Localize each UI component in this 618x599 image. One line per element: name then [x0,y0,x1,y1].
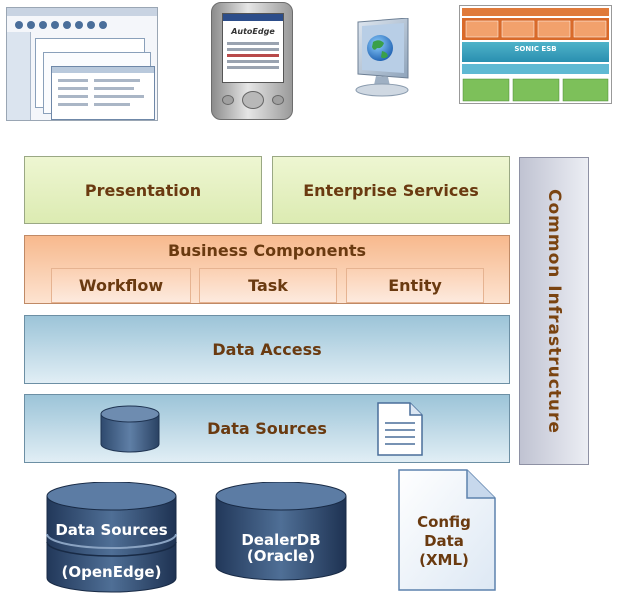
pda-screen: AutoEdge [222,13,284,83]
pda-button-left [222,95,234,105]
pda-brand: AutoEdge [231,27,275,36]
thumbnail-window-front [51,66,155,120]
enterprise-services-layer: Enterprise Services [272,156,510,224]
database-icon [99,405,161,453]
workflow-component: Workflow [51,268,191,303]
pda-dpad [242,91,264,109]
data-sources-layer: Data Sources [24,394,510,463]
task-label: Task [248,276,288,295]
entity-component: Entity [346,268,484,303]
pda-device-thumbnail: AutoEdge [211,2,293,120]
web-monitor-globe-icon [340,17,420,102]
config-xml-document-icon [397,468,497,592]
esb-architecture-thumbnail: SONIC ESB [459,5,612,104]
config-label-line1: Config [417,513,471,531]
thumbnail-sidebar [7,32,31,120]
pda-button-right [272,95,284,105]
entity-label: Entity [388,276,442,295]
business-components-label: Business Components [167,241,367,260]
enterprise-services-label: Enterprise Services [303,180,479,200]
config-label-line2: Data [424,532,464,550]
data-sources-label: Data Sources [207,419,327,438]
esb-top-bar [462,8,609,16]
esb-bottom-row [462,78,609,102]
config-label-line3: (XML) [419,551,469,569]
data-access-label: Data Access [212,340,322,359]
esb-bus [462,42,609,62]
presentation-layer: Presentation [24,156,262,224]
presentation-label: Presentation [84,180,202,200]
dealerdb-label-line1: DealerDB [241,531,321,549]
dealerdb-database-icon [214,481,348,582]
document-icon [376,401,424,457]
dealerdb-label-line2: (Oracle) [246,547,316,565]
common-infrastructure-layer: Common Infrastructure [519,157,589,465]
openedge-label-line1: Data Sources [55,521,168,539]
thumbnail-toolbar [7,8,157,16]
task-component: Task [199,268,337,303]
data-access-layer: Data Access [24,315,510,384]
workflow-label: Workflow [78,276,164,295]
esb-bus-label: SONIC ESB [514,45,557,53]
openedge-label-line2: (OpenEdge) [61,563,162,581]
thumbnail-toolbar-icons [13,17,153,31]
openedge-database-icon [45,481,178,594]
esb-services-row [462,18,609,40]
business-components-layer: Business Components Workflow Task Entity [24,235,510,304]
desktop-app-thumbnail [6,7,158,121]
common-infrastructure-label: Common Infrastructure [544,188,564,434]
esb-lower-bar [462,64,609,74]
